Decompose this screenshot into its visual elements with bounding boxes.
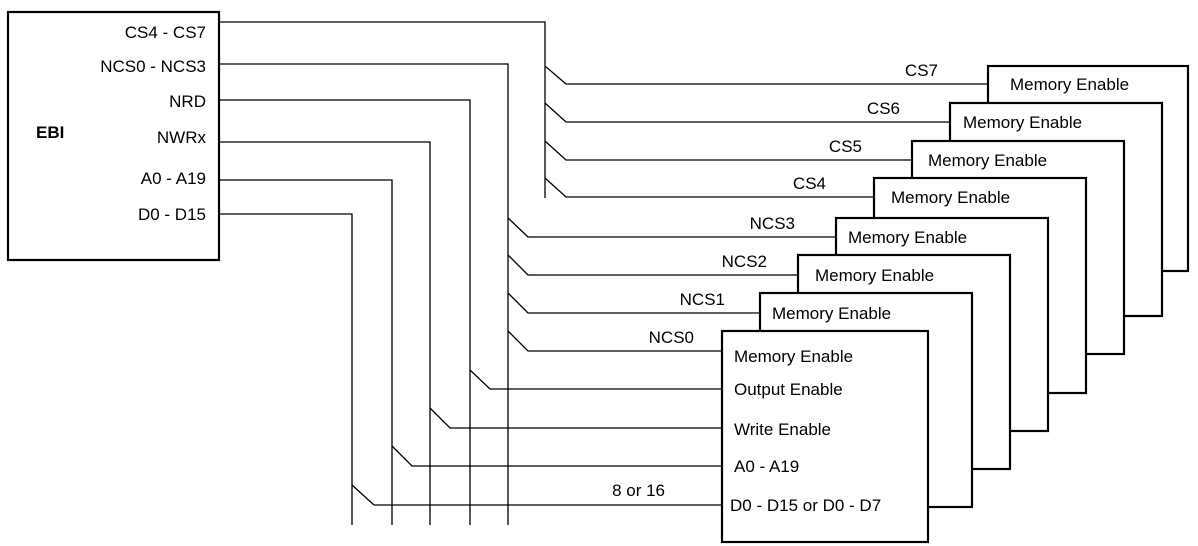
ncs0-wire bbox=[507, 330, 722, 352]
output-enable-wire bbox=[469, 369, 722, 390]
cs7-wire bbox=[544, 65, 988, 85]
write-enable-wire bbox=[429, 407, 722, 429]
ebi-pin-a0-a19: A0 - A19 bbox=[141, 169, 206, 188]
cs4-wire bbox=[544, 177, 874, 198]
ebi-pin-ncs0-ncs3: NCS0 - NCS3 bbox=[100, 57, 206, 76]
ncs0-label: NCS0 bbox=[649, 328, 694, 347]
memory-ncs3-enable-label: Memory Enable bbox=[848, 228, 967, 247]
memory-cs5-enable-label: Memory Enable bbox=[928, 151, 1047, 170]
memory-cs4-enable-label: Memory Enable bbox=[891, 188, 1010, 207]
front-output-enable-port: Output Enable bbox=[734, 380, 843, 399]
data-bus-width-label: 8 or 16 bbox=[612, 481, 665, 500]
address-wire bbox=[391, 445, 722, 467]
address-bus-wire bbox=[219, 179, 393, 525]
cs4-cs7-bus-wire bbox=[219, 21, 546, 198]
front-address-port: A0 - A19 bbox=[734, 457, 799, 476]
ncs2-label: NCS2 bbox=[722, 252, 767, 271]
nwrx-bus-wire bbox=[219, 141, 431, 525]
memory-ncs1-enable-label: Memory Enable bbox=[772, 304, 891, 323]
ebi-pin-d0-d15: D0 - D15 bbox=[138, 205, 206, 224]
cs5-wire bbox=[544, 140, 912, 161]
front-memory-enable-port: Memory Enable bbox=[734, 347, 853, 366]
memory-cs6-enable-label: Memory Enable bbox=[963, 113, 1082, 132]
data-wire bbox=[351, 484, 722, 506]
ncs2-wire bbox=[507, 254, 798, 276]
cs6-wire bbox=[544, 102, 950, 123]
cs5-label: CS5 bbox=[829, 137, 862, 156]
memory-cs7-enable-label: Memory Enable bbox=[1010, 75, 1129, 94]
front-data-port: D0 - D15 or D0 - D7 bbox=[730, 496, 881, 515]
ncs3-wire bbox=[507, 217, 836, 238]
ebi-block bbox=[6, 10, 221, 262]
ncs0-ncs3-bus-wire bbox=[219, 63, 509, 525]
cs6-label: CS6 bbox=[867, 99, 900, 118]
ebi-title: EBI bbox=[36, 123, 64, 142]
ebi-pin-nrd: NRD bbox=[169, 92, 206, 111]
ncs1-wire bbox=[507, 292, 760, 314]
ncs1-label: NCS1 bbox=[680, 290, 725, 309]
data-bus-wire bbox=[219, 213, 353, 525]
front-write-enable-port: Write Enable bbox=[734, 420, 831, 439]
cs7-label: CS7 bbox=[905, 61, 938, 80]
memory-ncs2-enable-label: Memory Enable bbox=[815, 266, 934, 285]
ebi-pin-nwrx: NWRx bbox=[157, 128, 207, 147]
cs4-label: CS4 bbox=[793, 174, 826, 193]
ncs3-label: NCS3 bbox=[750, 214, 795, 233]
nrd-bus-wire bbox=[219, 99, 471, 525]
ebi-pin-cs4-cs7: CS4 - CS7 bbox=[125, 23, 206, 42]
memory-device-ncs0 bbox=[720, 329, 930, 544]
